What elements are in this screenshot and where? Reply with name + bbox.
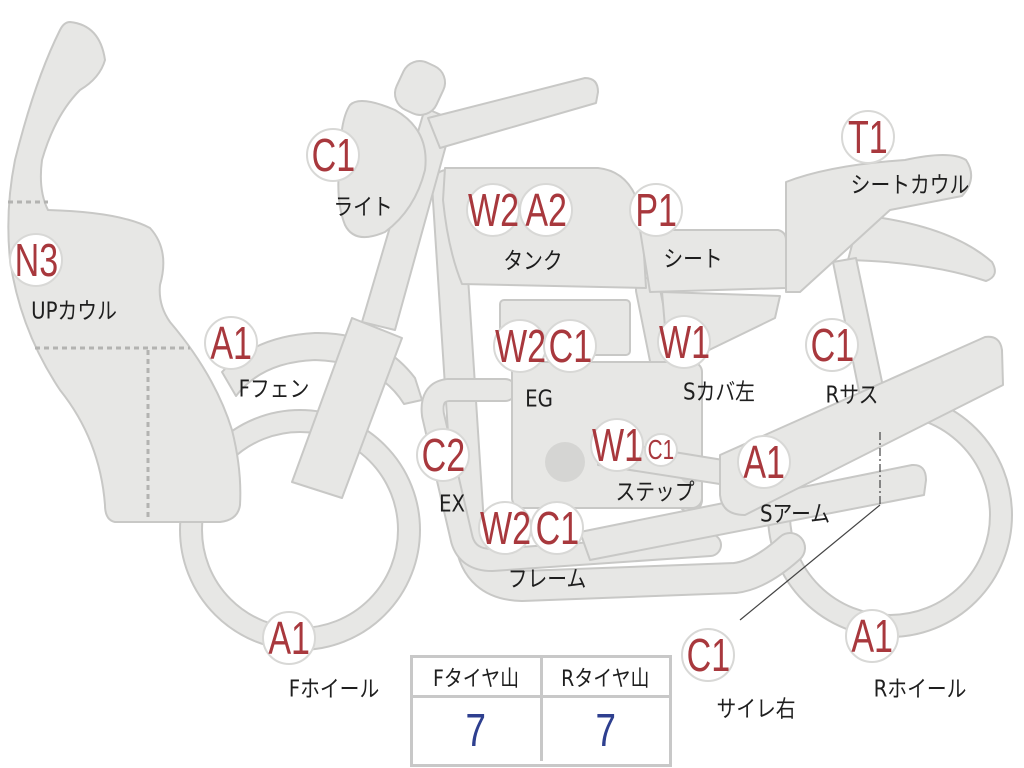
grade-code-light: C1	[306, 128, 360, 182]
grade-code-upper-cowl: N3	[9, 233, 63, 287]
rear-tire-value-cell: 7	[539, 698, 670, 761]
grade-code-swing-arm: A1	[737, 435, 791, 489]
part-label-tank: タンク	[503, 248, 563, 275]
handlebar	[427, 77, 599, 149]
part-label-side-cover-left: Sカバ左	[683, 379, 755, 406]
grade-code-tank-1: W2	[466, 183, 520, 237]
part-label-front-wheel: Fホイール	[288, 676, 380, 703]
tire-tread-table: Fタイヤ山 Rタイヤ山 7 7	[410, 655, 672, 767]
grade-code-seat: P1	[629, 183, 683, 237]
part-label-seat-cowl: シートカウル	[850, 172, 970, 199]
silencer-leader-line	[739, 432, 881, 621]
part-label-frame: フレーム	[507, 566, 587, 593]
front-fork	[291, 107, 454, 499]
part-label-upper-cowl: UPカウル	[31, 298, 117, 325]
part-label-swing-arm: Sアーム	[759, 501, 831, 528]
tire-table-value-row: 7 7	[413, 698, 669, 761]
cowl-section-lines	[8, 200, 190, 518]
silencer	[579, 463, 927, 561]
rear-tire-header-cell: Rタイヤ山	[539, 658, 670, 695]
part-label-front-fender: Fフェン	[238, 376, 310, 403]
front-tire-value-cell: 7	[413, 698, 540, 761]
front-tire-tread-value: 7	[466, 703, 487, 756]
grade-code-engine-1: W2	[493, 319, 547, 373]
grade-code-rear-wheel: A1	[845, 609, 899, 663]
part-label-silencer-right: サイレ右	[716, 696, 796, 723]
part-label-rear-suspension: Rサス	[825, 382, 879, 409]
swing-arm	[719, 335, 1004, 516]
grade-code-front-wheel: A1	[262, 611, 316, 665]
part-label-seat: シート	[663, 246, 723, 273]
grade-code-frame-1: W2	[478, 501, 532, 555]
grade-code-exhaust: C2	[416, 428, 470, 482]
front-tire-header: Fタイヤ山	[433, 666, 520, 692]
upper-cowl	[7, 21, 242, 523]
grade-code-step-2: C1	[644, 433, 678, 467]
grade-code-front-fender: A1	[204, 316, 258, 370]
part-label-exhaust: EX	[438, 491, 466, 518]
part-label-light: ライト	[333, 194, 393, 221]
seat-cowl-fin	[847, 214, 996, 282]
tire-table-header-row: Fタイヤ山 Rタイヤ山	[413, 658, 669, 698]
grade-code-frame-2: C1	[530, 501, 584, 555]
seat-cowl	[785, 154, 973, 293]
rear-tire-tread-value: 7	[595, 703, 616, 756]
grade-code-rear-suspension: C1	[805, 318, 859, 372]
part-label-step: ステップ	[615, 479, 695, 506]
part-label-engine: EG	[525, 386, 553, 413]
grade-code-tank-2: A2	[519, 183, 573, 237]
grade-code-step-1: W1	[590, 418, 644, 472]
grade-code-seat-cowl: T1	[841, 110, 895, 164]
part-label-rear-wheel: Rホイール	[873, 676, 967, 703]
grade-code-engine-2: C1	[543, 319, 597, 373]
rear-tire-header: Rタイヤ山	[561, 666, 650, 692]
handle-grip	[393, 60, 447, 116]
grade-code-silencer-right: C1	[681, 628, 735, 682]
front-tire-header-cell: Fタイヤ山	[413, 658, 540, 695]
grade-code-side-cover-left: W1	[657, 315, 711, 369]
